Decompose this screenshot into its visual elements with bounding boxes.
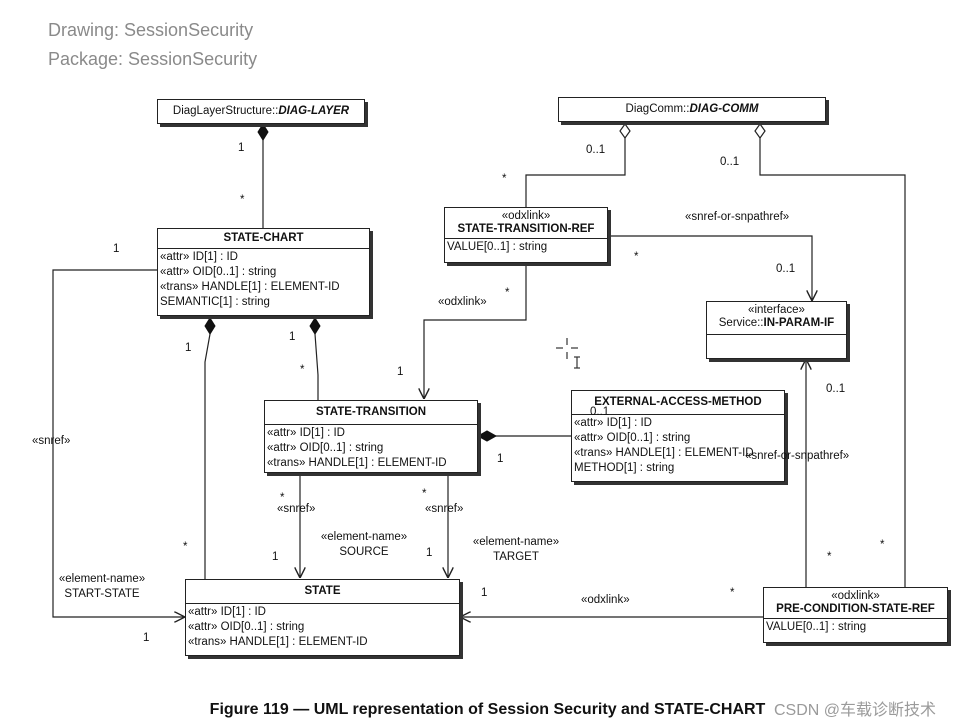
multiplicity-label: * xyxy=(183,541,188,553)
attribute: «attr» OID[0..1] : string xyxy=(267,442,384,454)
multiplicity-label: 1 xyxy=(238,142,245,154)
attribute: «trans» HANDLE[1] : ELEMENT-ID xyxy=(267,457,447,469)
class-diag-layer: DiagLayerStructure::DIAG-LAYER xyxy=(157,99,365,124)
multiplicity-label: * xyxy=(634,251,639,263)
multiplicity-label: 1 xyxy=(113,243,120,255)
multiplicity-label: 0..1 xyxy=(776,263,796,275)
figure-caption: Figure 119 — UML representation of Sessi… xyxy=(209,701,766,718)
multiplicity-label: * xyxy=(827,551,832,563)
class-in-param-if: «interface» Service::IN-PARAM-IF xyxy=(706,301,847,359)
class-state: STATE «attr» ID[1] : ID «attr» OID[0..1]… xyxy=(185,579,460,656)
class-state-chart: STATE-CHART «attr» ID[1] : ID «attr» OID… xyxy=(157,228,370,316)
stereotype: «interface» xyxy=(748,304,805,316)
attribute: METHOD[1] : string xyxy=(574,462,675,474)
attribute: «attr» OID[0..1] : string xyxy=(160,266,277,278)
association-label: «snref-or-snpathref» xyxy=(685,211,790,223)
diag-comm-prefix: DiagComm:: xyxy=(625,103,690,115)
attribute: VALUE[0..1] : string xyxy=(766,621,867,633)
in-param-if-prefix: Service:: xyxy=(718,317,764,329)
multiplicity-label: 0..1 xyxy=(826,383,846,395)
external-access-method-name: EXTERNAL-ACCESS-METHOD xyxy=(594,396,762,408)
state-name: STATE xyxy=(304,585,341,597)
drawing-title: Drawing: SessionSecurity xyxy=(48,20,254,40)
multiplicity-label: 0..1 xyxy=(586,144,606,156)
association-label: «odxlink» xyxy=(438,296,487,308)
class-state-transition: STATE-TRANSITION «attr» ID[1] : ID «attr… xyxy=(264,400,478,473)
multiplicity-label: * xyxy=(505,287,510,299)
state-chart-attributes: «attr» ID[1] : ID «attr» OID[0..1] : str… xyxy=(158,249,369,311)
stereotype: «odxlink» xyxy=(501,210,551,222)
attribute: «attr» ID[1] : ID xyxy=(574,417,652,429)
multiplicity-label: 1 xyxy=(397,366,404,378)
multiplicity-label: * xyxy=(300,364,305,376)
class-external-access-method: EXTERNAL-ACCESS-METHOD «attr» ID[1] : ID… xyxy=(571,390,785,482)
attribute: «attr» ID[1] : ID xyxy=(267,427,345,439)
state-transition-name: STATE-TRANSITION xyxy=(315,406,427,418)
multiplicity-label: 1 xyxy=(289,331,296,343)
package-title: Package: SessionSecurity xyxy=(48,49,258,69)
crosshair-cursor-icon xyxy=(556,338,580,369)
multiplicity-label: 1 xyxy=(481,587,488,599)
attribute: «attr» ID[1] : ID xyxy=(188,606,266,618)
multiplicity-label: 0..1 xyxy=(720,156,740,168)
attribute: «trans» HANDLE[1] : ELEMENT-ID xyxy=(160,281,340,293)
multiplicity-label: * xyxy=(240,194,245,206)
multiplicity-label: 0..1 xyxy=(590,406,610,418)
association-label: «snref» xyxy=(425,503,464,515)
diag-layer-name: DIAG-LAYER xyxy=(278,105,350,117)
multiplicity-label: * xyxy=(730,587,735,599)
in-param-if-name: IN-PARAM-IF xyxy=(763,317,835,329)
multiplicity-label: 1 xyxy=(497,453,504,465)
attribute: «trans» HANDLE[1] : ELEMENT-ID xyxy=(574,447,754,459)
state-chart-name: STATE-CHART xyxy=(223,232,304,244)
role-stereotype-label: «element-name» xyxy=(472,536,560,548)
role-name-source: SOURCE xyxy=(339,546,389,558)
class-pre-condition-state-ref: «odxlink» PRE-CONDITION-STATE-REF VALUE[… xyxy=(763,587,948,643)
role-stereotype-label: «element-name» xyxy=(58,573,146,585)
role-stereotype-label: «element-name» xyxy=(320,531,408,543)
pre-condition-state-ref-name: PRE-CONDITION-STATE-REF xyxy=(776,603,935,615)
class-diag-comm: DiagComm::DIAG-COMM xyxy=(558,97,826,122)
role-name-target: TARGET xyxy=(493,551,539,563)
class-state-transition-ref: «odxlink» STATE-TRANSITION-REF VALUE[0..… xyxy=(444,207,608,263)
multiplicity-label: * xyxy=(880,539,885,551)
attribute: «attr» OID[0..1] : string xyxy=(574,432,691,444)
multiplicity-label: 1 xyxy=(185,342,192,354)
attribute: SEMANTIC[1] : string xyxy=(160,296,270,308)
attribute: «attr» OID[0..1] : string xyxy=(188,621,305,633)
association-label: «odxlink» xyxy=(581,594,630,606)
diag-layer-prefix: DiagLayerStructure:: xyxy=(172,105,279,117)
attribute: «attr» ID[1] : ID xyxy=(160,251,238,263)
stereotype: «odxlink» xyxy=(831,590,880,602)
multiplicity-label: * xyxy=(502,173,507,185)
association-label: «snref» xyxy=(277,503,316,515)
attribute: «trans» HANDLE[1] : ELEMENT-ID xyxy=(188,636,368,648)
attribute: VALUE[0..1] : string xyxy=(447,241,548,253)
multiplicity-label: 1 xyxy=(426,547,433,559)
multiplicity-label: 1 xyxy=(272,551,279,563)
state-transition-ref-name: STATE-TRANSITION-REF xyxy=(457,223,595,235)
role-name-start-state: START-STATE xyxy=(64,588,140,600)
association-label: «snref-or-snpathref» xyxy=(745,450,850,462)
watermark: CSDN @车载诊断技术 xyxy=(774,702,937,719)
multiplicity-label: 1 xyxy=(143,632,150,644)
association-label: «snref» xyxy=(32,435,71,447)
multiplicity-label: * xyxy=(280,492,285,504)
diag-comm-name: DIAG-COMM xyxy=(689,103,759,115)
multiplicity-label: * xyxy=(422,488,427,500)
